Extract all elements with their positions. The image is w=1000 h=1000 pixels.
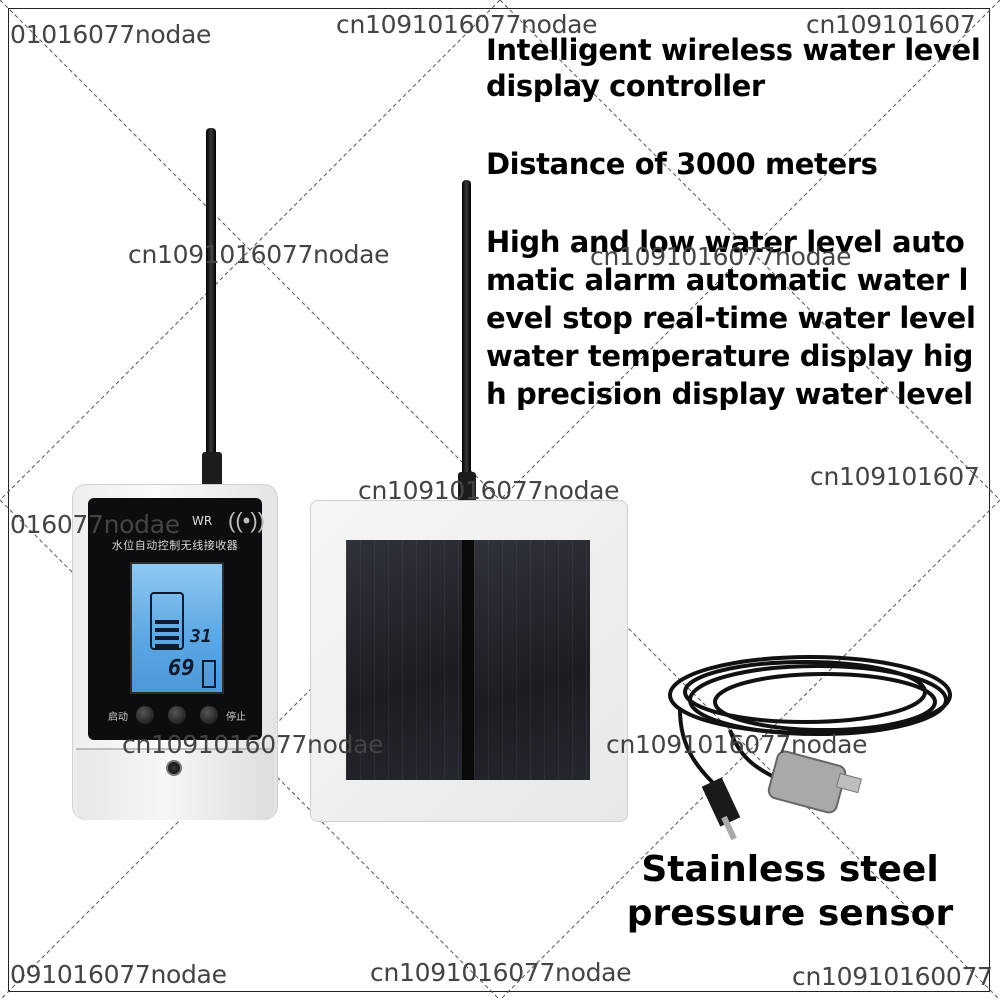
watermark-bottom-center: cn1091016077nodae <box>370 958 632 987</box>
sensor-caption-line-2: pressure sensor <box>626 893 954 934</box>
watermark-top-right: cn109101607 <box>806 10 976 39</box>
headline-feature-5: h precision display water level <box>486 377 973 411</box>
headline-feature-1: High and low water level auto <box>486 225 965 259</box>
receiver-title: 水位自动控制无线接收器 <box>111 539 239 552</box>
stop-label: 停止 <box>226 712 246 723</box>
tank-level-bar <box>155 636 179 640</box>
indicator-light <box>166 760 182 776</box>
start-label: 启动 <box>108 712 128 723</box>
transmitter-antenna-base <box>458 472 476 502</box>
watermark-upper-center: cn1091016077nodae <box>590 242 852 271</box>
tank-level-bar <box>155 628 179 632</box>
watermark-lower-left: cn1091016077nodae <box>122 730 384 759</box>
receiver-antenna-base <box>202 452 222 488</box>
lcd-value-main: 69 <box>168 656 195 681</box>
middle-button[interactable] <box>168 706 186 724</box>
receiver-antenna <box>206 128 216 458</box>
watermark-upper-left: cn1091016077nodae <box>128 240 390 269</box>
watermark-mid-center: cn1091016077nodae <box>358 476 620 505</box>
watermark-bottom-left: 091016077nodae <box>10 960 227 989</box>
watermark-top-left: 01016077nodae <box>10 20 212 49</box>
watermark-top-center: cn1091016077nodae <box>336 10 598 39</box>
headline-feature-4: water temperature display hig <box>486 339 973 373</box>
lcd-screen <box>130 562 224 694</box>
headline-feature-2: matic alarm automatic water l <box>486 263 969 297</box>
lcd-value-top: 31 <box>190 626 212 647</box>
solar-cell-right <box>474 540 590 780</box>
receiver-model-label: WR <box>192 514 213 528</box>
transmitter-antenna <box>462 180 471 480</box>
solar-divider <box>462 540 474 780</box>
battery-icon <box>202 660 216 688</box>
headline-line-2: display controller <box>486 69 765 103</box>
pressure-sensor-illustration <box>668 655 952 841</box>
sensor-caption: Stainless steel pressure sensor <box>600 848 980 936</box>
solar-cell-left <box>346 540 462 780</box>
headline-distance: Distance of 3000 meters <box>486 147 878 181</box>
tank-level-bar <box>155 644 179 648</box>
watermark-bottom-right: cn10910160077 <box>792 962 993 991</box>
stop-button[interactable] <box>200 706 218 724</box>
wireless-signal-icon: ((•)) <box>228 508 266 533</box>
start-button[interactable] <box>136 706 154 724</box>
watermark-mid-right: cn109101607 <box>810 462 980 491</box>
tank-level-bar <box>155 620 179 624</box>
watermark-mid-left: 016077nodae <box>10 510 180 539</box>
watermark-lower-right: cn1091016077nodae <box>606 730 868 759</box>
headline-feature-3: evel stop real-time water level <box>486 301 976 335</box>
headline-line-1: Intelligent wireless water level <box>486 33 981 67</box>
water-tank-icon <box>150 592 184 650</box>
sensor-caption-line-1: Stainless steel <box>641 849 939 890</box>
